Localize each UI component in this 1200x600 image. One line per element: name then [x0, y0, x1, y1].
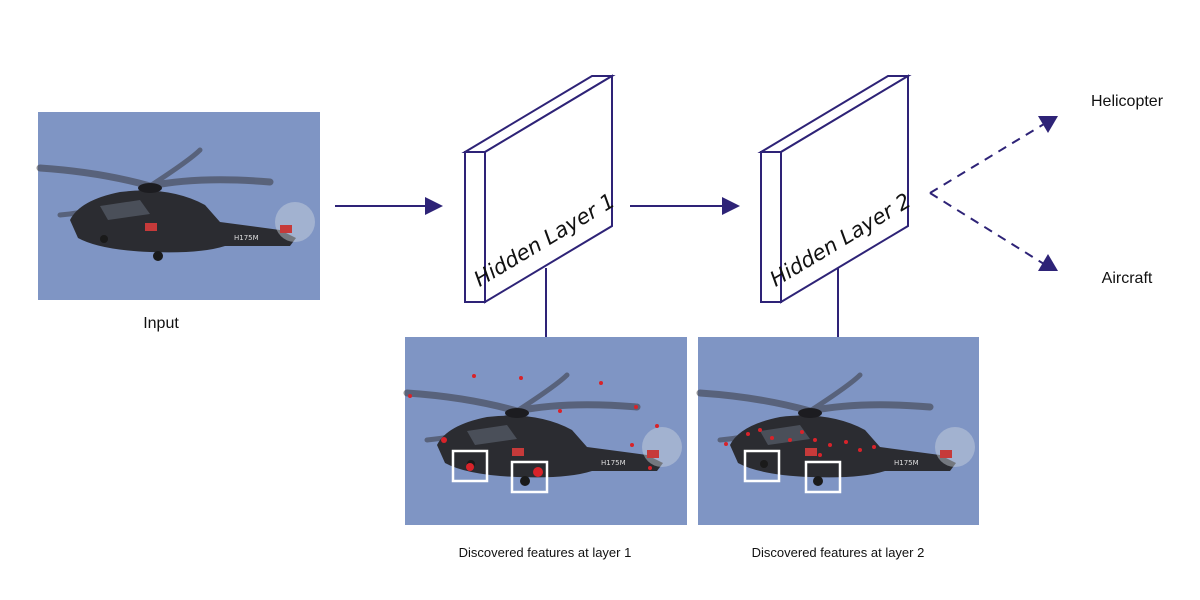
feature-image-layer-1: [405, 337, 687, 525]
output-arrows: [929, 123, 1045, 265]
arrow-layer-1-to-layer-2: [630, 197, 740, 215]
arrow-input-to-layer-1: [335, 197, 443, 215]
hidden-layer-1-box: [461, 74, 616, 304]
feature-caption-layer-1: Discovered features at layer 1: [459, 545, 632, 560]
feature-marks-2: [724, 428, 876, 457]
feature-caption-layer-2: Discovered features at layer 2: [752, 545, 925, 560]
feature-image-layer-2: [698, 337, 979, 525]
arrowhead-helicopter: [1038, 116, 1058, 133]
hidden-layer-2-box: [757, 74, 912, 304]
arrowhead-aircraft: [1038, 254, 1058, 271]
input-image: [38, 112, 320, 300]
feature-marks-1: [408, 374, 659, 477]
output-label-aircraft: Aircraft: [1102, 270, 1153, 287]
input-label: Input: [143, 315, 179, 332]
output-label-helicopter: Helicopter: [1091, 93, 1164, 110]
